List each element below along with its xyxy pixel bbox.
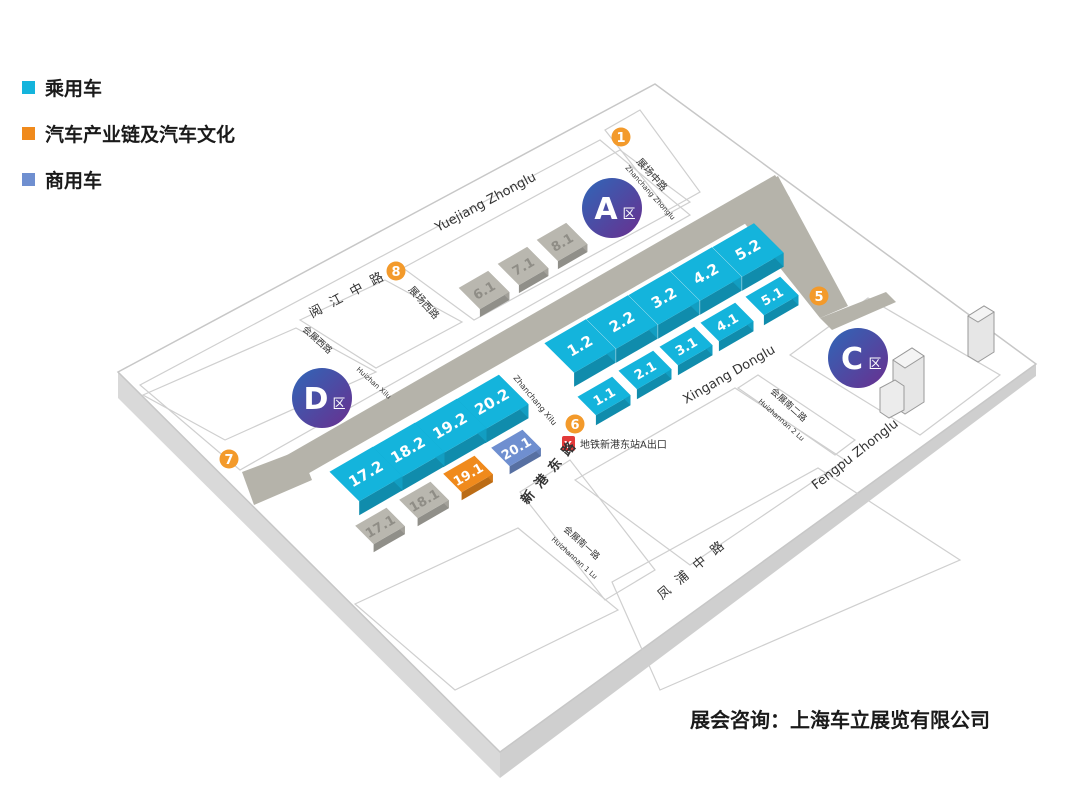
- hall-8.1[interactable]: 8.1: [536, 222, 588, 270]
- hall-4.2[interactable]: 4.2: [670, 247, 742, 315]
- hall-2.2[interactable]: 2.2: [586, 295, 658, 363]
- hall-2.1[interactable]: 2.1: [618, 350, 672, 400]
- hall-front-face: [485, 404, 529, 444]
- hall-1.1[interactable]: 1.1: [577, 376, 631, 426]
- zone-C[interactable]: C 区: [828, 328, 888, 388]
- hall-front-face: [373, 526, 405, 553]
- legend: 乘用车 汽车产业链及汽车文化 商用车: [22, 76, 235, 214]
- hall-roof: [399, 481, 449, 519]
- legend-swatch: [22, 126, 35, 140]
- legend-label: 商用车: [45, 169, 103, 192]
- svg-text:7: 7: [224, 453, 233, 468]
- zone-suffix: 区: [868, 357, 881, 372]
- hall-roof: [329, 446, 403, 502]
- corridor-ext: [820, 292, 896, 330]
- hall-roof: [745, 276, 799, 316]
- hall-front-face: [636, 369, 672, 400]
- metro-exit[interactable]: Y 地铁新港东站A出口: [562, 436, 667, 451]
- hall-roof: [491, 429, 541, 467]
- corridor-east: [730, 176, 848, 318]
- legend-swatch: [22, 172, 35, 186]
- hall-roof: [670, 247, 742, 301]
- zone-letter: A: [594, 192, 618, 227]
- hall-7.1[interactable]: 7.1: [497, 246, 549, 294]
- metro-label: 地铁新港东站A出口: [580, 438, 667, 451]
- zone-A[interactable]: A 区: [582, 178, 642, 238]
- entrance-marker-1[interactable]: 1: [611, 127, 631, 147]
- hall-front-face: [595, 395, 631, 426]
- hall-roof: [355, 507, 405, 545]
- hall-front-face: [742, 252, 784, 291]
- corridor-west: [242, 450, 312, 505]
- hall-3.2[interactable]: 3.2: [628, 271, 700, 339]
- hall-front-face: [718, 321, 754, 352]
- hall-roof: [497, 246, 549, 286]
- hall-18.1[interactable]: 18.1: [399, 481, 449, 527]
- entrance-marker-5[interactable]: 5: [809, 286, 829, 306]
- svg-text:8: 8: [391, 265, 400, 280]
- legend-swatch: [22, 80, 35, 94]
- hall-roof: [628, 271, 700, 325]
- hall-5.1[interactable]: 5.1: [745, 276, 799, 326]
- hall-roof: [659, 326, 713, 366]
- hall-roof: [536, 222, 588, 262]
- hall-roof: [443, 455, 493, 493]
- hall-front-face: [461, 474, 493, 501]
- site-base-side-right: [500, 364, 1036, 778]
- hall-5.2[interactable]: 5.2: [712, 223, 784, 291]
- svg-text:1: 1: [616, 131, 625, 146]
- zone-D[interactable]: D 区: [292, 368, 352, 428]
- block-outlines: [138, 109, 1002, 691]
- legend-item-passenger: 乘用车: [22, 76, 235, 100]
- hall-roof: [577, 376, 631, 416]
- main-corridor: [247, 175, 790, 500]
- hall-front-face: [700, 276, 742, 315]
- hall-roof: [458, 270, 510, 310]
- hall-front-face: [479, 292, 510, 318]
- zone-letter: D: [304, 382, 329, 417]
- hall-4.1[interactable]: 4.1: [700, 302, 754, 352]
- entrance-marker-6[interactable]: 6: [565, 414, 585, 434]
- hall-front-face: [359, 476, 403, 516]
- hall-front-face: [443, 428, 487, 468]
- hall-20.1[interactable]: 20.1: [491, 429, 541, 475]
- site-base-side: [118, 372, 500, 778]
- hall-front-face: [763, 295, 799, 326]
- hall-front-face: [518, 268, 549, 294]
- zone-suffix: 区: [622, 207, 635, 222]
- hall-roof: [618, 350, 672, 390]
- footer-contact: 展会咨询：上海车立展览有限公司: [690, 708, 990, 732]
- hall-roof: [712, 223, 784, 277]
- hall-roof: [700, 302, 754, 342]
- legend-label: 乘用车: [45, 77, 103, 100]
- legend-item-commercial: 商用车: [22, 168, 235, 192]
- hall-front-face: [574, 348, 616, 387]
- hall-front-face: [616, 324, 658, 363]
- hall-roof: [586, 295, 658, 349]
- hall-6.1[interactable]: 6.1: [458, 270, 510, 318]
- metro-icon: Y: [563, 440, 572, 451]
- zone-suffix: 区: [332, 397, 345, 412]
- exhibition-halls: 6.17.18.1 5.24.23.22.21.2 5.14.13.12.11.1 2…: [329, 222, 799, 553]
- hall-3.1[interactable]: 3.1: [659, 326, 713, 376]
- svg-text:5: 5: [814, 290, 823, 305]
- hall-1.2[interactable]: 1.2: [544, 319, 616, 387]
- hall-front-face: [658, 300, 700, 339]
- hall-front-face: [401, 452, 445, 492]
- hall-front-face: [509, 448, 541, 475]
- svg-text:6: 6: [570, 418, 579, 433]
- hall-17.2[interactable]: 17.2: [329, 446, 403, 516]
- hall-front-face: [677, 345, 713, 376]
- hall-roof: [544, 319, 616, 373]
- building-tower: [879, 305, 995, 419]
- entrance-marker-7[interactable]: 7: [219, 449, 239, 469]
- legend-item-industry: 汽车产业链及汽车文化: [22, 122, 236, 146]
- zone-letter: C: [841, 342, 863, 377]
- entrance-marker-8[interactable]: 8: [386, 261, 406, 281]
- hall-front-face: [417, 500, 449, 527]
- legend-label: 汽车产业链及汽车文化: [45, 123, 236, 146]
- hall-19.1[interactable]: 19.1: [443, 455, 493, 501]
- hall-front-face: [557, 244, 588, 270]
